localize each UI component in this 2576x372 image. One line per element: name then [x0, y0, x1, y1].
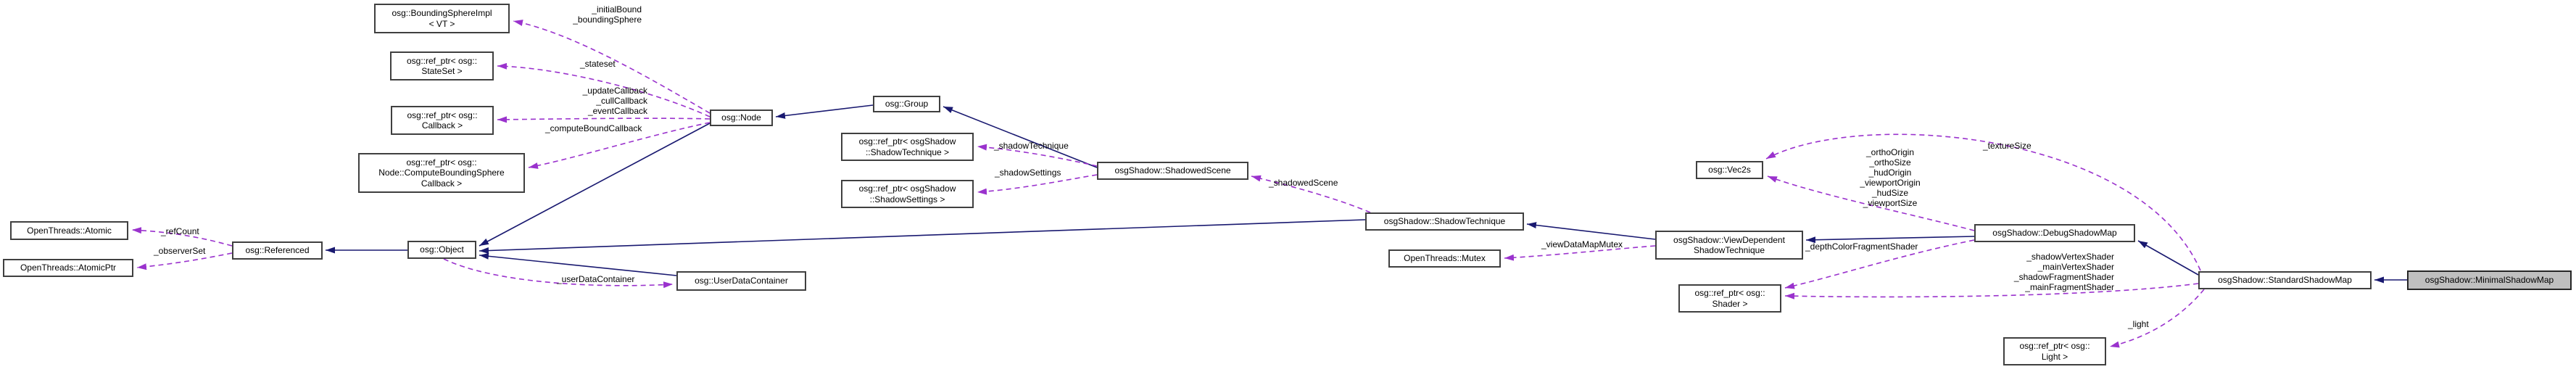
- class-node-refptr-shadowtechnique[interactable]: osg::ref_ptr< osgShadow ::ShadowTechniqu…: [841, 133, 974, 161]
- class-node-osg-group[interactable]: osg::Group: [873, 96, 940, 112]
- class-node-refptr-shader[interactable]: osg::ref_ptr< osg:: Shader >: [1678, 284, 1781, 313]
- edge-standard-refshader: [1784, 283, 2199, 299]
- edge-label-stateset: _stateset: [580, 59, 616, 69]
- edge-standard-vec2s-texturesize: [1765, 133, 2201, 271]
- edge-label-shadowedscene: _shadowedScene: [1269, 178, 1338, 188]
- edge-node-callbacks: [497, 116, 711, 123]
- class-node-openthreads-atomic[interactable]: OpenThreads::Atomic: [10, 221, 128, 240]
- class-node-refptr-shadowsettings[interactable]: osg::ref_ptr< osgShadow ::ShadowSettings…: [841, 180, 974, 208]
- edge-node-stateset: [497, 62, 711, 117]
- edge-shadowedscene-to-group: [943, 106, 1098, 168]
- class-node-refptr-computeboundingspherecallback[interactable]: osg::ref_ptr< osg:: Node::ComputeBoundin…: [358, 153, 525, 193]
- class-node-osg-node[interactable]: osg::Node: [710, 109, 773, 126]
- edge-viewdependent-mutex: [1504, 245, 1656, 261]
- class-node-osgshadow-viewdependentshadowtechnique[interactable]: osgShadow::ViewDependent ShadowTechnique: [1655, 231, 1803, 260]
- edge-referenced-atomic: [131, 227, 233, 247]
- edge-shadowedscene-refshadowtechnique: [977, 144, 1098, 167]
- class-node-osg-referenced[interactable]: osg::Referenced: [232, 241, 323, 260]
- edge-shadowedscene-refshadowsettings: [977, 174, 1098, 195]
- class-node-osgshadow-shadowtechnique[interactable]: osgShadow::ShadowTechnique: [1365, 212, 1524, 231]
- usage-edges: [131, 20, 2205, 348]
- class-node-refptr-stateset[interactable]: osg::ref_ptr< osg:: StateSet >: [390, 51, 494, 80]
- class-node-refptr-callback[interactable]: osg::ref_ptr< osg:: Callback >: [391, 106, 494, 135]
- edge-node-to-object: [479, 123, 711, 247]
- edge-shadowtechnique-shadowedscene: [1251, 175, 1371, 213]
- edge-label-light: _light: [2128, 319, 2149, 329]
- class-node-osg-boundingsphereimpl[interactable]: osg::BoundingSphereImpl < VT >: [374, 4, 510, 33]
- edge-viewdependent-to-shadowtechnique: [1526, 222, 1656, 240]
- edge-label-vec2s-members: _orthoOrigin _orthoSize _hudOrigin _view…: [1860, 147, 1921, 208]
- edge-referenced-atomicptr: [136, 252, 233, 270]
- edge-label-userdatacontainer: _userDataContainer: [557, 274, 635, 284]
- class-node-osgshadow-standardshadowmap[interactable]: osgShadow::StandardShadowMap: [2198, 271, 2372, 289]
- edge-label-shader-members: _shadowVertexShader _mainVertexShader _s…: [2013, 252, 2114, 292]
- edge-debug-refshader: [1784, 239, 1975, 289]
- edge-label-update-cull-event-callback: _updateCallback _cullCallback _eventCall…: [582, 86, 647, 116]
- edge-object-userdatacontainer: [443, 258, 674, 289]
- edge-group-to-node: [775, 104, 874, 119]
- edge-userdatacontainer-to-object: [479, 252, 677, 276]
- class-node-refptr-light[interactable]: osg::ref_ptr< osg:: Light >: [2003, 337, 2106, 365]
- edge-debug-to-viewdependent: [1805, 236, 1975, 244]
- class-node-openthreads-atomicptr[interactable]: OpenThreads::AtomicPtr: [3, 259, 133, 277]
- edge-node-computeboundcallback: [528, 122, 711, 169]
- edge-node-boundingsphere: [513, 20, 711, 114]
- class-node-osgshadow-debugshadowmap[interactable]: osgShadow::DebugShadowMap: [1974, 224, 2135, 242]
- edge-label-shadowsettings: _shadowSettings: [995, 168, 1061, 178]
- edge-label-viewdatamapmutex: _viewDataMapMutex: [1541, 239, 1623, 249]
- edge-standard-to-debug: [2137, 240, 2199, 276]
- edge-standard-reflight: [2109, 289, 2205, 348]
- edge-label-refcount: _refCount: [161, 226, 199, 236]
- edge-label-initialbound-boundingsphere: _initialBound _boundingSphere: [573, 4, 642, 25]
- edge-label-shadowtechnique: _shadowTechnique: [994, 141, 1069, 151]
- class-node-osgshadow-minimalshadowmap-current: osgShadow::MinimalShadowMap: [2407, 270, 2572, 290]
- edge-shadowtechnique-to-object: [479, 219, 1366, 255]
- inheritance-edges: [326, 104, 2407, 284]
- class-node-openthreads-mutex[interactable]: OpenThreads::Mutex: [1388, 249, 1501, 268]
- edge-label-computeboundcallback: _computeBoundCallback: [545, 123, 642, 133]
- edge-label-observerset: _observerSet: [154, 246, 206, 256]
- class-node-osg-vec2s[interactable]: osg::Vec2s: [1696, 161, 1763, 179]
- class-node-osg-userdatacontainer[interactable]: osg::UserDataContainer: [676, 271, 806, 291]
- edge-label-texturesize: _textureSize: [1983, 141, 2032, 151]
- edge-label-depthcolorfragmentshader: _depthColorFragmentShader: [1805, 241, 1918, 252]
- class-node-osgshadow-shadowedscene[interactable]: osgShadow::ShadowedScene: [1097, 162, 1248, 180]
- class-node-osg-object[interactable]: osg::Object: [407, 241, 476, 259]
